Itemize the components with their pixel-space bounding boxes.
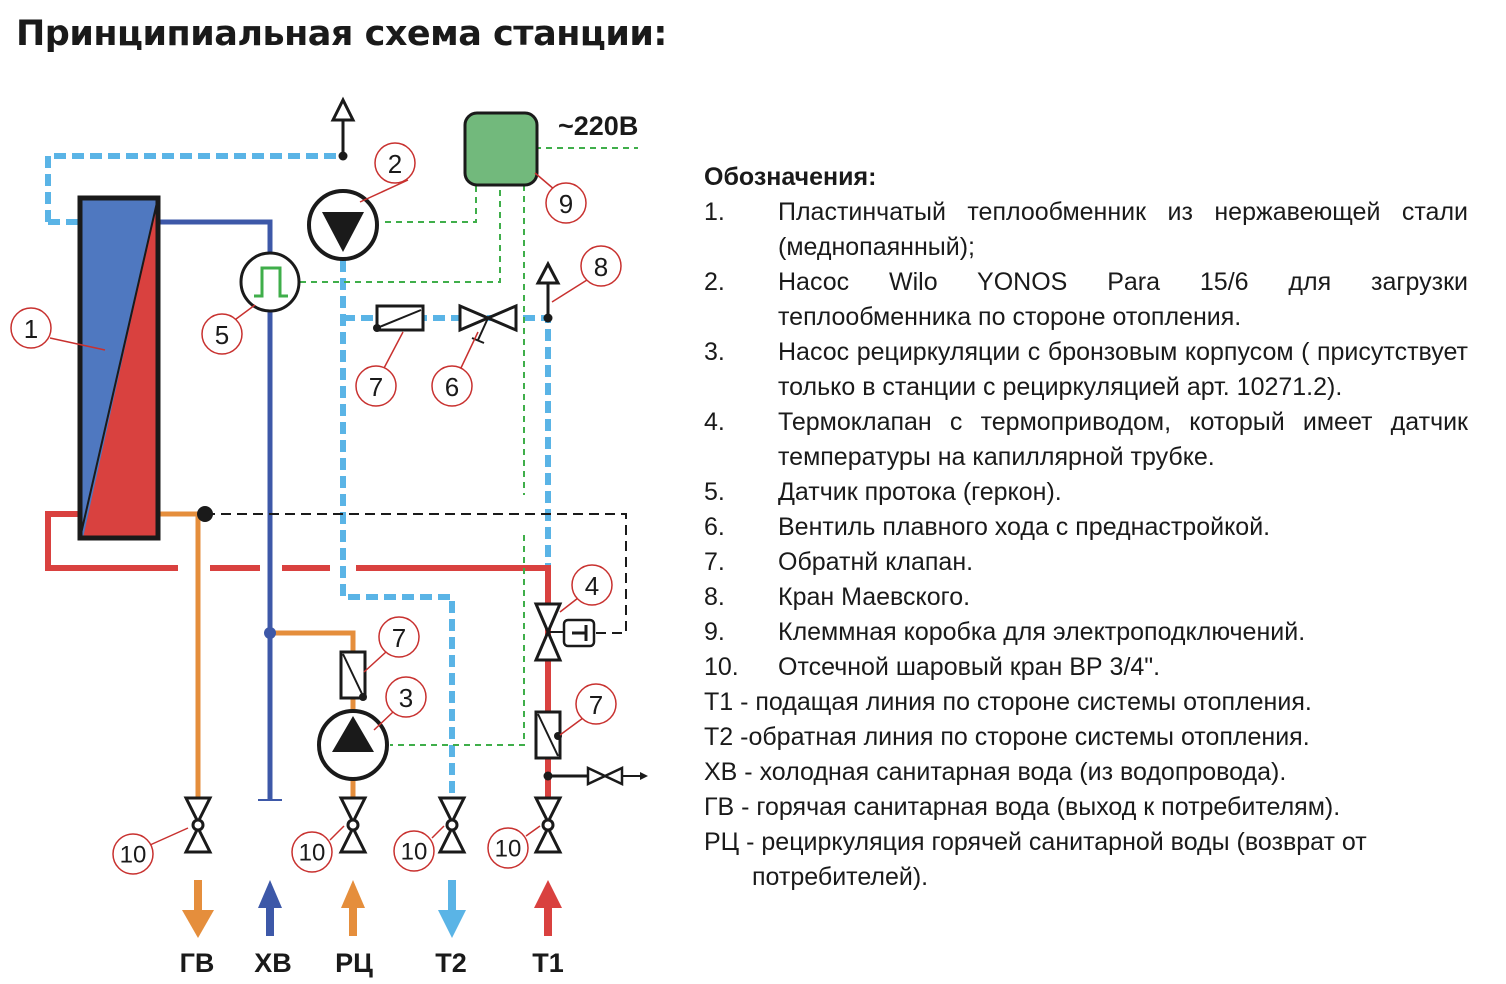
junction-box: [463, 111, 539, 187]
ball-valve-icon: [533, 796, 563, 854]
legend-item: 5. Датчик протока (геркон).: [704, 475, 1468, 510]
abbreviation-line-first: РЦ - рециркуляция горячей санитарной вод…: [704, 828, 1367, 856]
junction-dot: [197, 506, 213, 522]
legend-item: 3. Насос рециркуляции с бронзовым корпусо…: [704, 335, 1468, 405]
port-arrow-t2: [438, 880, 466, 938]
callout-label: 5: [215, 320, 229, 350]
heating-supply-line: [45, 511, 551, 800]
check-valve-icon: [534, 710, 562, 760]
port-label-rc: РЦ: [335, 948, 373, 978]
legend-item-text: Отсечной шаровый кран ВР 3/4".: [778, 653, 1161, 681]
legend-item-number: 4.: [704, 408, 725, 436]
port-label-t1: Т1: [532, 948, 564, 978]
abbreviation-line: ГВ - горячая санитарная вода (выход к по…: [704, 793, 1341, 821]
abbreviation-line: Т1 - подащая линия по стороне системы от…: [704, 688, 1312, 716]
legend-item: 8. Кран Маевского.: [704, 580, 1468, 615]
abbreviation-line-continuation: потребителей).: [752, 863, 929, 891]
legend-item-text: Термоклапан с термоприводом, который име…: [778, 408, 1468, 471]
legend-item-number: 10.: [704, 653, 739, 681]
callout-label: 8: [594, 252, 608, 282]
callout-label: 4: [585, 571, 599, 601]
callout-label: 10: [495, 836, 522, 863]
legend-item-text: Клеммная коробка для электроподключений.: [778, 618, 1306, 646]
callout-label: 7: [392, 623, 406, 653]
callout-label: 7: [589, 690, 603, 720]
legend-item-text: Пластинчатый теплообменник из нержавеюще…: [778, 198, 1468, 261]
port-arrow-t1: [534, 880, 562, 936]
legend-heading: Обозначения:: [704, 163, 877, 191]
callout-label: 6: [445, 372, 459, 402]
drain-valve-icon: [543, 766, 648, 786]
legend-item-number: 6.: [704, 513, 725, 541]
air-vent-icon: [535, 260, 561, 323]
legend-item-text: Обратнй клапан.: [778, 548, 974, 576]
legend-item: 1. Пластинчатый теплообменник из нержавею…: [704, 195, 1468, 265]
legend-item: 9. Клеммная коробка для электроподключени…: [704, 615, 1468, 650]
air-outlet-icon: [330, 96, 356, 161]
abbreviation-line: РЦ - рециркуляция горячей санитарной вод…: [704, 825, 1468, 895]
legend-item-text: Вентиль плавного хода с преднастройкой.: [778, 513, 1271, 541]
balancing-valve-icon: [458, 303, 518, 344]
callouts: [10, 142, 622, 875]
callout-label: 10: [120, 842, 147, 869]
plate-heat-exchanger: [77, 195, 161, 541]
port-label-hv: ХВ: [254, 948, 292, 978]
legend-item-number: 9.: [704, 618, 725, 646]
legend-item: 6. Вентиль плавного хода с преднастройкой…: [704, 510, 1468, 545]
ball-valve-icon: [183, 796, 213, 854]
thermostatic-valve-icon: [533, 602, 596, 662]
callout-label: 10: [299, 840, 326, 867]
legend-item-number: 3.: [704, 338, 725, 366]
legend-item-number: 5.: [704, 478, 725, 506]
legend-item-text: Насос рециркуляции с бронзовым корпусом …: [778, 338, 1468, 401]
power-label: ~220В: [558, 111, 638, 141]
ball-valve-icon: [338, 796, 368, 854]
abbreviation-line: Т2 -обратная линия по стороне системы от…: [704, 723, 1310, 751]
circulation-pump-icon: [307, 189, 379, 261]
legend-item-number: 8.: [704, 583, 725, 611]
page-title: Принципиальная схема станции:: [16, 14, 667, 54]
check-valve-icon: [373, 304, 425, 332]
recirculation-pump-icon: [317, 709, 389, 781]
legend-item-number: 1.: [704, 198, 725, 226]
cold-water-line: [158, 219, 282, 801]
flow-sensor-icon: [239, 251, 301, 313]
abbreviation-line: ХВ - холодная санитарная вода (из водопр…: [704, 758, 1287, 786]
legend-item: 4. Термоклапан с термоприводом, который и…: [704, 405, 1468, 475]
port-arrow-rc: [341, 880, 365, 936]
legend-item-number: 2.: [704, 268, 725, 296]
legend-item-number: 7.: [704, 548, 725, 576]
port-label-gv: ГВ: [180, 948, 215, 978]
port-arrow-hv: [258, 880, 282, 936]
port-label-t2: Т2: [435, 948, 467, 978]
legend-item-text: Датчик протока (геркон).: [778, 478, 1062, 506]
legend-item: 2. Насос Wilo YONOS Para 15/6 для загрузк…: [704, 265, 1468, 335]
callout-label: 2: [388, 149, 402, 179]
callout-label: 9: [559, 189, 573, 219]
signal-lines: [300, 147, 638, 746]
legend-item: 7. Обратнй клапан.: [704, 545, 1468, 580]
callout-label: 7: [369, 372, 383, 402]
port-arrow-gv: [182, 880, 214, 938]
check-valve-icon: [339, 650, 367, 701]
station-scheme: ~220В: [10, 96, 648, 978]
ball-valve-icon: [437, 796, 467, 854]
callout-label: 1: [24, 314, 38, 344]
legend-item: 10. Отсечной шаровый кран ВР 3/4".: [704, 650, 1468, 685]
legend-item-text: Насос Wilo YONOS Para 15/6 для загрузки …: [778, 268, 1468, 331]
legend: Обозначения: 1. Пластинчатый теплообменни…: [704, 160, 1468, 895]
junction-dot: [264, 627, 276, 639]
callout-label: 10: [401, 839, 428, 866]
legend-item-text: Кран Маевского.: [778, 583, 971, 611]
callout-label: 3: [399, 683, 413, 713]
capillary-line: [205, 513, 627, 634]
